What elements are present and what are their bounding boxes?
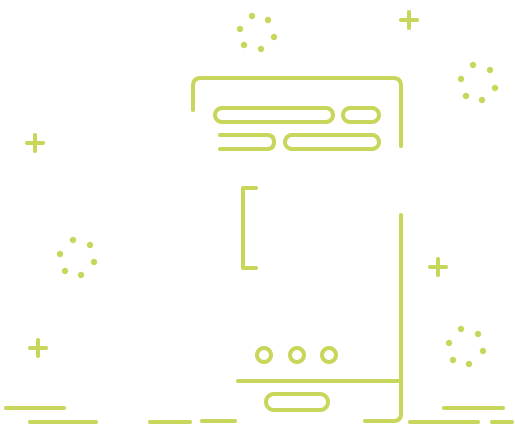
header-bar-left-partial <box>218 133 276 151</box>
header-bar-long <box>213 106 335 124</box>
header-bar-right <box>283 133 381 151</box>
plus-sign-icon <box>25 10 448 358</box>
header-bars <box>213 106 381 151</box>
plus-left-upper <box>25 133 45 153</box>
sparkle-top-center <box>236 12 278 53</box>
phone-body-right-edge <box>363 213 403 423</box>
sparkle-top-right <box>457 61 499 104</box>
dot-circle-3 <box>320 346 338 364</box>
dot-circle-1 <box>255 346 273 364</box>
sparkle-right-lower <box>445 325 487 368</box>
sparkle-left-middle <box>56 236 98 279</box>
plus-top-right <box>399 10 419 30</box>
home-button-pill <box>264 392 330 412</box>
header-bar-short <box>341 106 381 124</box>
phone-body-top-edge <box>191 76 403 148</box>
plus-right-middle <box>428 257 448 277</box>
ground-line-icon <box>4 406 514 424</box>
phone-outline-icon <box>191 76 403 423</box>
dots-row <box>255 346 338 364</box>
bracket-mark <box>241 186 258 270</box>
plus-left-lower <box>28 338 48 358</box>
dot-circle-2 <box>288 346 306 364</box>
sparkle-dots-icon <box>56 12 499 368</box>
